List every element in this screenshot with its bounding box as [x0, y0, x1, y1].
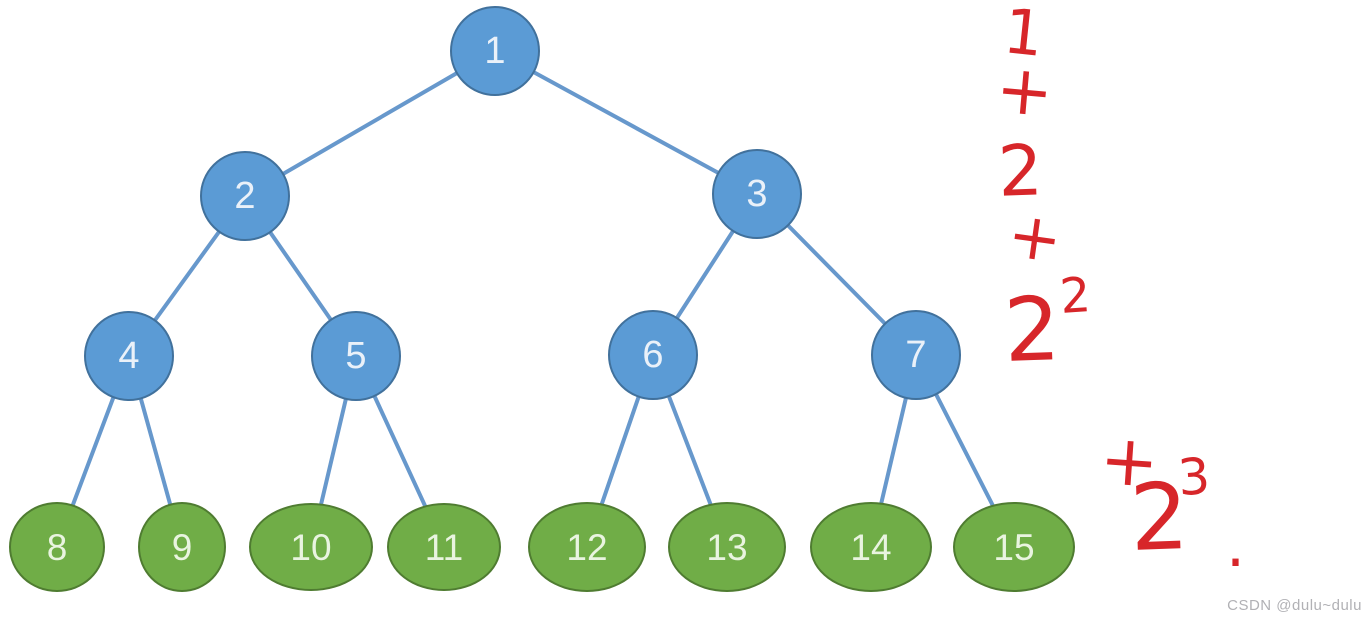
tree-node-3: 3 [712, 149, 802, 239]
node-label: 5 [345, 335, 367, 377]
tree-node-14: 14 [810, 502, 932, 592]
tree-node-6: 6 [608, 310, 698, 400]
tree-node-5: 5 [311, 311, 401, 401]
handwritten-superscript-2: 2 [1058, 267, 1093, 325]
node-label: 9 [171, 526, 193, 568]
handwritten-two: 2 [996, 129, 1044, 213]
node-label: 8 [46, 526, 68, 568]
tree-node-4: 4 [84, 311, 174, 401]
handwritten-plus-1: + [992, 49, 1057, 134]
tree-node-2: 2 [200, 151, 290, 241]
watermark: CSDN @dulu~dulu [1227, 597, 1362, 614]
handwritten-two-squared: 2 [1002, 277, 1062, 382]
handwritten-plus-2: + [1003, 197, 1067, 279]
node-label: 1 [484, 30, 506, 72]
tree-edge [243, 49, 497, 198]
node-label: 2 [234, 175, 256, 217]
node-label: 10 [290, 526, 332, 568]
node-label: 3 [746, 173, 768, 215]
tree-node-1: 1 [450, 6, 540, 96]
tree-node-11: 11 [387, 503, 501, 591]
node-label: 7 [905, 334, 927, 376]
tree-edge [493, 49, 759, 196]
tree-node-7: 7 [871, 310, 961, 400]
tree-node-12: 12 [528, 502, 646, 592]
tree-node-9: 9 [138, 502, 226, 592]
node-label: 12 [566, 526, 608, 568]
node-label: 13 [706, 526, 748, 568]
handwritten-period: . [1226, 511, 1246, 581]
node-label: 14 [850, 526, 892, 568]
tree-node-10: 10 [249, 503, 373, 591]
handwritten-superscript-3: 3 [1176, 446, 1212, 508]
tree-node-13: 13 [668, 502, 786, 592]
tree-node-15: 15 [953, 502, 1075, 592]
node-label: 15 [993, 526, 1035, 568]
node-label: 11 [424, 526, 464, 568]
node-label: 6 [642, 334, 664, 376]
node-label: 4 [118, 335, 140, 377]
tree-node-8: 8 [9, 502, 105, 592]
